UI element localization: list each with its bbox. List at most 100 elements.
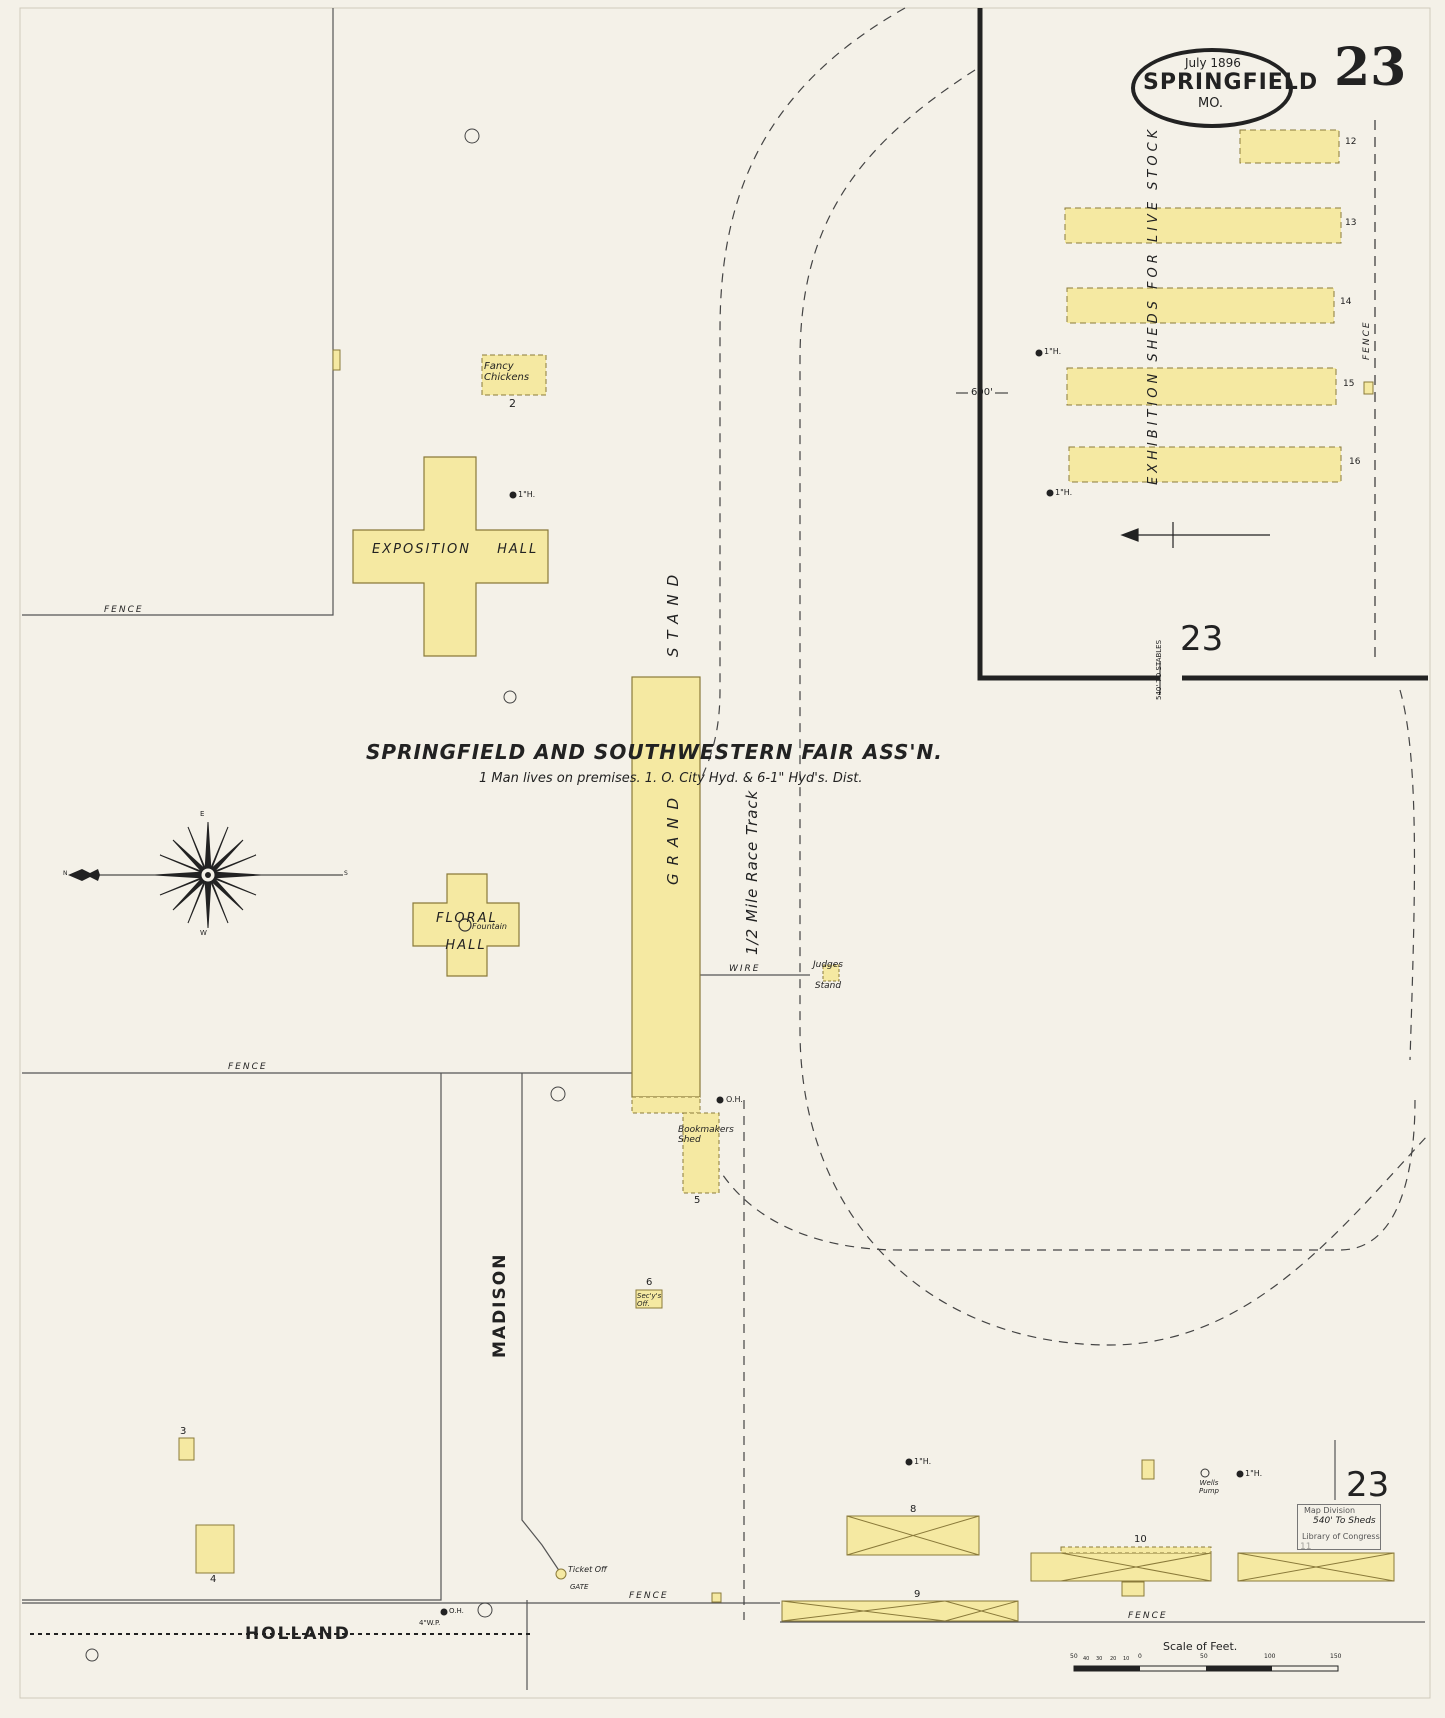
stock-sheds-label: Exhibition Sheds For Live Stock bbox=[1146, 125, 1161, 485]
building-10-annex bbox=[1060, 1546, 1212, 1554]
stamp-line-1: Map Division bbox=[1304, 1506, 1356, 1515]
judges-stand-label: Judges Stand bbox=[812, 960, 843, 991]
building-10-number: 10 bbox=[1134, 1534, 1147, 1545]
fair-association-name: Springfield and Southwestern Fair Ass'n. bbox=[366, 740, 943, 764]
pump-icon bbox=[1200, 1468, 1210, 1478]
race-track-label: 1/2 Mile Race Track bbox=[743, 789, 761, 955]
scale-tick-30: 30 bbox=[1096, 1656, 1103, 1662]
bookmakers-shed-building bbox=[682, 1112, 720, 1194]
elevation-markers bbox=[85, 128, 566, 1662]
fair-association-note: 1 Man lives on premises. 1. O. City Hyd.… bbox=[479, 771, 863, 786]
building-10-porch bbox=[1121, 1581, 1145, 1597]
scale-tick-50b: 50 bbox=[1200, 1653, 1208, 1660]
bookmakers-shed-label: Bookmakers Shed bbox=[678, 1125, 734, 1145]
shed-number-12: 12 bbox=[1345, 137, 1357, 147]
compass-w: W bbox=[200, 929, 207, 937]
shed-16 bbox=[1068, 446, 1342, 483]
hydrant-dot bbox=[1046, 489, 1054, 497]
madison-street-label: Madison bbox=[490, 1252, 510, 1358]
shed-14 bbox=[1066, 287, 1335, 324]
floral-hall-label: Floral Hall bbox=[436, 911, 498, 954]
holland-street-label: Holland bbox=[245, 1624, 351, 1644]
direction-arrow bbox=[1120, 522, 1270, 548]
ticket-office-icon bbox=[555, 1568, 567, 1580]
hydrant-label: 1"H. bbox=[1055, 488, 1073, 497]
hydrant-dot bbox=[716, 1096, 724, 1104]
hydrant-dots bbox=[440, 349, 1244, 1616]
page-edge bbox=[19, 7, 1431, 1699]
hydrant-oh-label: O.H. bbox=[726, 1095, 743, 1104]
secys-office-building bbox=[635, 1289, 663, 1309]
building-4 bbox=[195, 1524, 235, 1574]
shed-15 bbox=[1066, 367, 1337, 406]
hydrant-4wp-label: 4"W.P. bbox=[419, 1619, 441, 1627]
hydrant-dot bbox=[1236, 1470, 1244, 1478]
building-8-number: 8 bbox=[910, 1504, 917, 1515]
sheet-state: Mo. bbox=[1198, 96, 1224, 111]
scale-tick-20: 20 bbox=[1110, 1656, 1117, 1662]
compass-rose bbox=[68, 821, 343, 929]
scale-tick-40: 40 bbox=[1083, 1656, 1090, 1662]
block-number-lower: 23 bbox=[1346, 1465, 1390, 1505]
hydrant-label: 1"H. bbox=[1245, 1469, 1263, 1478]
shed-13 bbox=[1064, 207, 1342, 244]
library-stamp bbox=[1297, 1504, 1381, 1550]
stamp-line-3: Library of Congress bbox=[1302, 1532, 1380, 1541]
compass-n: N bbox=[63, 870, 68, 877]
shed-number-14: 14 bbox=[1340, 297, 1352, 307]
floral-hall-building bbox=[412, 873, 520, 977]
race-track bbox=[694, 7, 1429, 1620]
small-building-fence-right bbox=[1363, 381, 1374, 395]
scale-tick-100: 100 bbox=[1264, 1653, 1276, 1660]
distance-600-label: 600' bbox=[971, 387, 993, 398]
building-9 bbox=[781, 1600, 1019, 1622]
hydrant-label: 1"H. bbox=[1044, 347, 1062, 356]
stock-sheds bbox=[1064, 129, 1342, 483]
fence-label-middle: Fence bbox=[228, 1062, 268, 1072]
hydrant-label: 1"H. bbox=[518, 490, 536, 499]
fence-label-right: Fence bbox=[1362, 320, 1372, 360]
scale-tick-0: 0 bbox=[1138, 1653, 1142, 1660]
page-number: 23 bbox=[1334, 37, 1407, 98]
compass-s: S bbox=[344, 870, 348, 877]
scale-title: Scale of Feet. bbox=[1163, 1640, 1238, 1653]
building-cross-marks bbox=[781, 1515, 1395, 1622]
sheet-date: July 1896 bbox=[1185, 56, 1241, 70]
shed-number-16: 16 bbox=[1349, 457, 1361, 467]
hydrant-dot bbox=[509, 491, 517, 499]
scale-bar bbox=[1073, 1665, 1339, 1672]
building-10 bbox=[1030, 1552, 1212, 1582]
block-boundary bbox=[977, 8, 1428, 681]
sheet-city: Springfield bbox=[1143, 70, 1319, 95]
fancy-chickens-label: Fancy Chickens bbox=[484, 361, 530, 383]
shed-12 bbox=[1239, 129, 1340, 164]
shed-number-13: 13 bbox=[1345, 218, 1357, 228]
small-building-bottom bbox=[1141, 1459, 1155, 1480]
exposition-hall-label: Exposition Hall bbox=[372, 542, 539, 557]
hydrant-dot bbox=[440, 1608, 448, 1616]
small-building-left bbox=[332, 349, 341, 371]
scale-tick-50: 50 bbox=[1070, 1653, 1078, 1660]
fancy-chickens-building bbox=[481, 354, 547, 396]
building-4-number: 4 bbox=[210, 1574, 217, 1585]
fountain-icon bbox=[458, 918, 472, 932]
fence-label-upper: Fence bbox=[104, 605, 144, 615]
small-building-fence bbox=[711, 1592, 722, 1603]
stamp-line-2: 540' To Sheds bbox=[1313, 1516, 1376, 1526]
property-lines bbox=[22, 8, 1425, 1690]
scale-tick-10: 10 bbox=[1123, 1656, 1130, 1662]
gate-label: Gate bbox=[570, 1583, 589, 1591]
fence-label-gate: Fence bbox=[629, 1591, 669, 1601]
hydrant-dot bbox=[905, 1458, 913, 1466]
exposition-hall-building bbox=[352, 456, 549, 657]
hydrant-dot bbox=[1035, 349, 1043, 357]
block-number-upper: 23 bbox=[1180, 619, 1224, 659]
secys-office-number: 6 bbox=[646, 1277, 653, 1288]
scale-tick-150: 150 bbox=[1330, 1653, 1342, 1660]
fancy-chickens-number: 2 bbox=[509, 397, 516, 410]
fountain-label: Fountain bbox=[472, 922, 507, 931]
ticket-office-label: Ticket Off bbox=[568, 1565, 607, 1574]
building-3 bbox=[178, 1437, 195, 1461]
